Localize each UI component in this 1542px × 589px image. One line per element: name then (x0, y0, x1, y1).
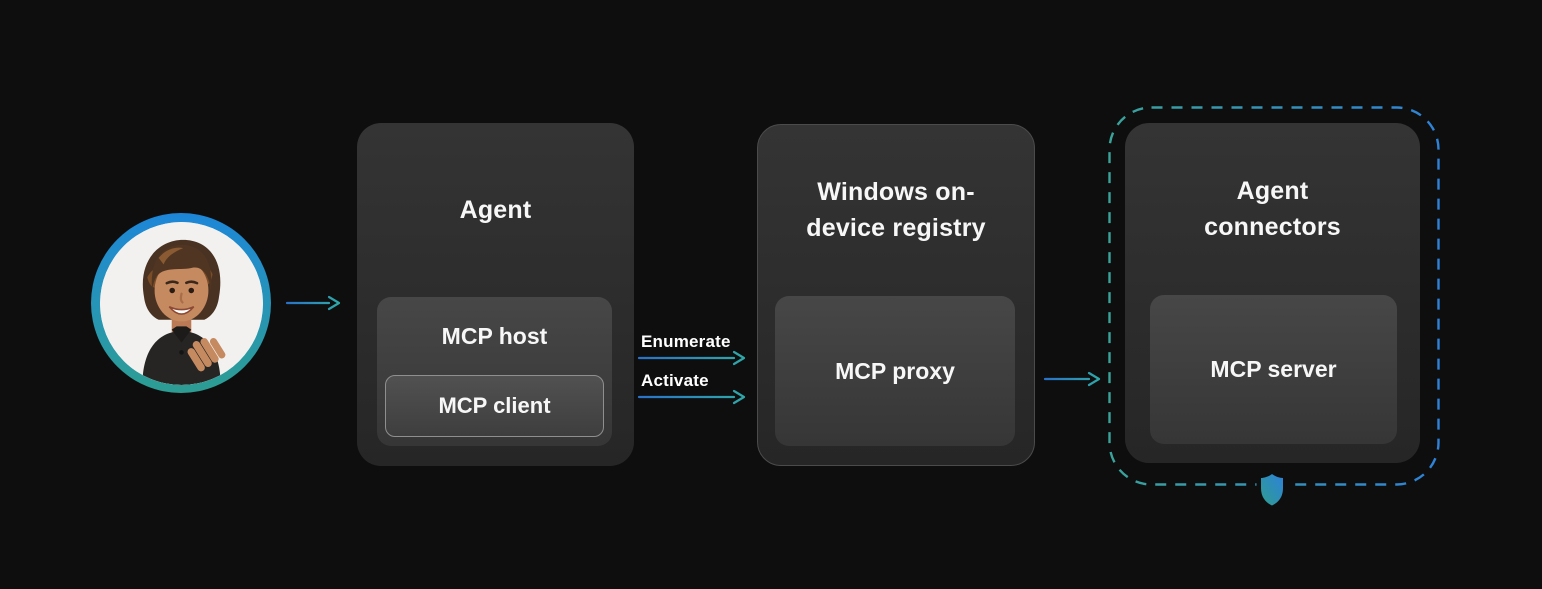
security-boundary-dashed-border (1108, 106, 1440, 486)
agent-connectors-title: Agent connectors (1125, 123, 1420, 295)
activate-label: Activate (641, 371, 709, 390)
shield-icon (1256, 469, 1288, 508)
user-avatar-illustration (99, 221, 263, 385)
mcp-host-label-wrap: MCP host (377, 297, 612, 375)
mcp-proxy-box: MCP proxy (775, 296, 1015, 446)
user-avatar-photo (99, 221, 263, 385)
mcp-client-label: MCP client (438, 393, 551, 418)
registry-title: Windows on-device registry (757, 124, 1035, 296)
arrow-user-to-agent (285, 295, 341, 311)
user-avatar (91, 213, 271, 393)
arrow-registry-to-connectors (1043, 371, 1101, 387)
agent-title-text: Agent (459, 196, 532, 224)
agent-title: Agent (357, 123, 634, 297)
agent-connectors-title-text: Agent connectors (1204, 177, 1341, 241)
mcp-client-box: MCP client (385, 375, 604, 437)
enumerate-label: Enumerate (641, 332, 731, 351)
registry-title-text: Windows on-device registry (806, 178, 986, 242)
arrow-enumerate (637, 350, 746, 366)
mcp-proxy-label: MCP proxy (835, 357, 955, 384)
mcp-host-label: MCP host (441, 322, 548, 349)
arrow-activate (637, 389, 746, 405)
mcp-server-label: MCP server (1210, 356, 1337, 382)
mcp-server-box: MCP server (1150, 295, 1397, 444)
